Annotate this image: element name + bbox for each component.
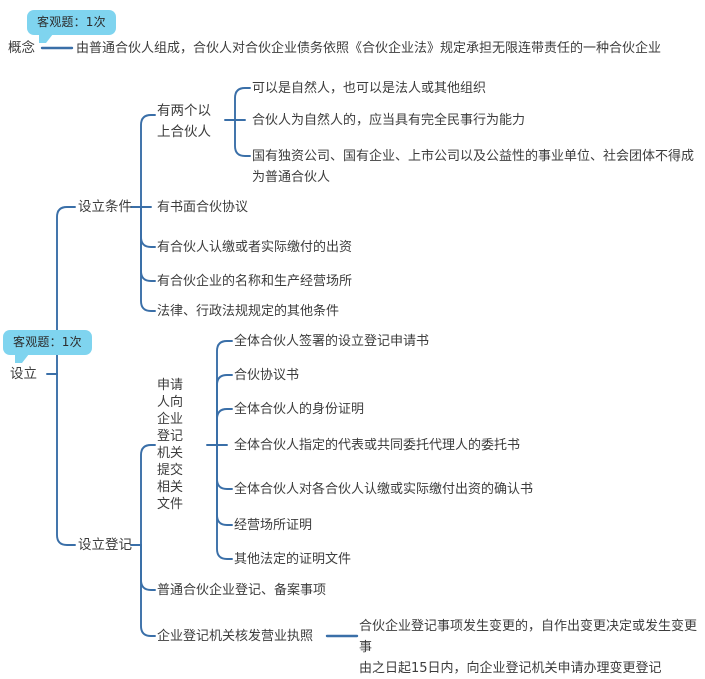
node-change-registration-detail[interactable]: 合伙企业登记事项发生变更的，自作出变更决定或发生变更事 由之日起15日内，向企业… [359, 619, 698, 676]
node-prohibited-partners[interactable]: 国有独资公司、国有企业、上市公司以及公益性的事业单位、社会团体不得成 为普通合伙… [252, 149, 695, 185]
node-partner-type-natural-or-legal[interactable]: 可以是自然人，也可以是法人或其他组织 [252, 81, 487, 96]
badge-label: 客观题：1次 [13, 335, 82, 349]
node-doc-premises-proof[interactable]: 经营场所证明 [234, 518, 313, 533]
node-establishment-registration[interactable]: 设立登记 [78, 537, 132, 553]
node-doc-other-legal-documents[interactable]: 其他法定的证明文件 [234, 552, 352, 567]
node-concept[interactable]: 概念 [8, 40, 35, 56]
badge-tail-icon [39, 34, 53, 43]
node-partner-natural-capacity[interactable]: 合伙人为自然人的，应当具有完全民事行为能力 [252, 113, 526, 128]
node-doc-application-form[interactable]: 全体合伙人签署的设立登记申请书 [234, 334, 430, 349]
node-registration-and-filing-matters[interactable]: 普通合伙企业登记、备案事项 [157, 583, 327, 598]
node-doc-power-of-attorney[interactable]: 全体合伙人指定的代表或共同委托代理人的委托书 [234, 438, 521, 453]
node-other-legal-conditions[interactable]: 法律、行政法规规定的其他条件 [157, 304, 340, 319]
node-submit-documents-to-registry[interactable]: 申请 人向 企业 登记 机关 提交 相关 文件 [156, 378, 183, 512]
badge-tail-icon [15, 354, 29, 363]
node-name-and-premises[interactable]: 有合伙企业的名称和生产经营场所 [157, 274, 353, 289]
node-concept-detail[interactable]: 由普通合伙人组成，合伙人对合伙企业债务依照《合伙企业法》规定承担无限连带责任的一… [76, 41, 662, 56]
node-partner-contributions[interactable]: 有合伙人认缴或者实际缴付的出资 [157, 240, 353, 255]
mindmap-canvas: 客观题：1次 客观题：1次 概念 由普通合伙人组成，合伙人对合伙企业债务依照《合… [3, 10, 697, 676]
badge-label: 客观题：1次 [37, 15, 106, 29]
node-written-partnership-agreement[interactable]: 有书面合伙协议 [157, 200, 249, 215]
node-business-license-issuance[interactable]: 企业登记机关核发营业执照 [157, 629, 314, 644]
badge-objective-question-root: 客观题：1次 [3, 330, 92, 363]
node-doc-contribution-confirmation[interactable]: 全体合伙人对各合伙人认缴或实际缴付出资的确认书 [234, 482, 534, 497]
node-doc-identity-proof[interactable]: 全体合伙人的身份证明 [234, 402, 365, 417]
node-two-or-more-partners[interactable]: 有两个以 上合伙人 [157, 103, 211, 140]
node-doc-partnership-agreement[interactable]: 合伙协议书 [234, 368, 300, 383]
badge-objective-question-concept: 客观题：1次 [27, 10, 116, 43]
node-establishment-conditions[interactable]: 设立条件 [78, 199, 132, 215]
node-root-establishment[interactable]: 设立 [10, 366, 37, 382]
